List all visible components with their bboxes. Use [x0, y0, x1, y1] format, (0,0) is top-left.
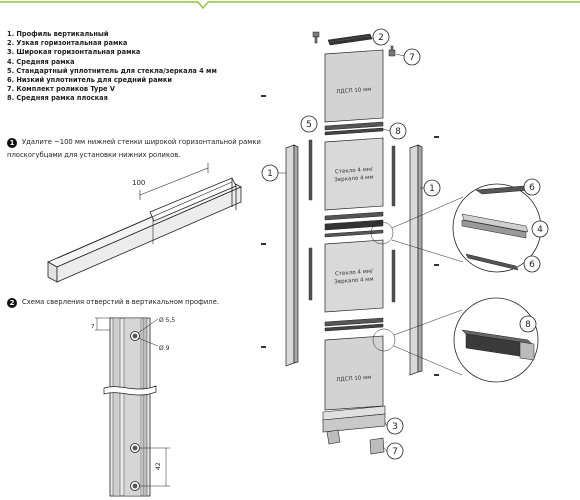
callout-label: 8 — [525, 320, 531, 330]
callout-label: 3 — [392, 422, 398, 432]
callout-leaders — [278, 37, 424, 452]
glass-lower-line2: Зеркало 4 мм — [334, 277, 374, 286]
legend-item: 2. Узкая горизонтальная рамка — [7, 39, 128, 48]
cut-dimension — [139, 163, 209, 200]
callout-label: 5 — [306, 120, 312, 130]
ldsp-bottom-label: ЛДСП 10 мм — [336, 375, 372, 383]
glass-panel-upper: Стекло 4 мм/ Зеркало 4 мм — [324, 137, 384, 211]
flat-middle-frame-top — [324, 121, 384, 136]
legend-item: 6. Низкий уплотнитель для средний рамки — [7, 76, 173, 85]
zoom-connectors — [370, 196, 464, 376]
callout-label: 6 — [529, 183, 535, 193]
step-2-instruction: 2 Схема сверления отверстий в вертикально… — [7, 296, 269, 309]
top-rollers — [312, 31, 396, 57]
callout-label: 8 — [395, 127, 401, 137]
wide-frame-cut-drawing — [47, 177, 242, 283]
step-2-number: 2 — [7, 298, 17, 308]
bottom-rollers — [326, 429, 385, 455]
drilling-profile-drawing — [95, 317, 170, 497]
bottom-dimension-label: 42 — [155, 462, 162, 470]
parts-legend: 1. Профиль вертикальный 2. Узкая горизон… — [7, 30, 217, 104]
zoom-middle-frame-detail — [452, 183, 542, 273]
ldsp-top-label: ЛДСП 10 мм — [336, 87, 372, 95]
glass-seal-strips — [308, 139, 396, 303]
wide-bottom-frame — [322, 405, 386, 433]
glass-panel-lower: Стекло 4 мм/ Зеркало 4 мм — [324, 239, 384, 313]
glass-lower-line1: Стекло 4 мм/ — [335, 269, 373, 278]
callout-label: 7 — [392, 447, 398, 457]
cut-dimension-label: 100 — [132, 179, 145, 187]
callout-label: 7 — [409, 53, 415, 63]
ldsp-panel-top: ЛДСП 10 мм — [324, 49, 384, 123]
narrow-top-frame — [327, 33, 373, 46]
hole-small-label: Ø 5,5 — [159, 317, 175, 324]
callout-label: 6 — [529, 260, 535, 270]
step-1-text: Удалите ~100 мм нижней стенки широкой го… — [7, 138, 261, 159]
legend-item: 1. Профиль вертикальный — [7, 30, 109, 38]
zoom-flat-frame-detail — [453, 297, 539, 383]
glass-upper-line2: Зеркало 4 мм — [334, 175, 374, 184]
callout-label: 1 — [429, 184, 435, 194]
legend-item: 4. Средняя рамка — [7, 57, 75, 66]
hole-big-label: Ø 9 — [159, 345, 170, 352]
top-accent-line — [0, 1, 580, 10]
legend-item: 8. Средняя рамка плоская — [7, 94, 108, 103]
callouts — [261, 28, 549, 460]
callout-label: 4 — [537, 225, 543, 235]
glass-upper-line1: Стекло 4 мм/ — [335, 167, 373, 176]
legend-item: 5. Стандартный уплотнитель для стекла/зе… — [7, 66, 217, 75]
middle-frame-assembly — [324, 211, 384, 238]
vertical-profiles — [285, 144, 423, 376]
top-offset-label: 7 — [91, 324, 95, 330]
flat-middle-frame-lower — [324, 317, 384, 332]
ldsp-panel-bottom: ЛДСП 10 мм — [324, 335, 384, 411]
step-2-text: Схема сверления отверстий в вертикальном… — [22, 298, 219, 306]
step-1-number: 1 — [7, 138, 17, 148]
callout-label: 1 — [267, 169, 273, 179]
callout-label: 2 — [378, 33, 384, 43]
screws — [261, 95, 439, 376]
legend-item: 3. Широкая горизонтальная рамка — [7, 48, 141, 57]
legend-item: 7. Комплект роликов Type V — [7, 85, 115, 94]
